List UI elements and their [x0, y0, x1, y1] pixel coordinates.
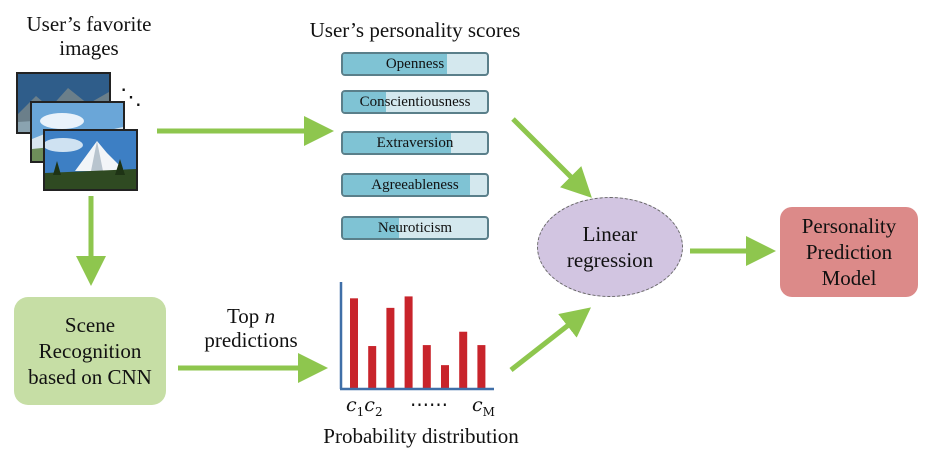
- model-line2: Prediction: [805, 240, 893, 264]
- bar-4: [404, 296, 413, 389]
- trait-label: Agreeableness: [371, 177, 459, 193]
- bar-6: [441, 365, 449, 389]
- top-n-line1: Top n: [196, 304, 306, 328]
- personality-prediction-model-box: Personality Prediction Model: [780, 207, 918, 297]
- trait-openness: Openness: [341, 52, 489, 76]
- probability-distribution-chart: [339, 282, 494, 391]
- scene-line3: based on CNN: [28, 365, 152, 389]
- bars: [350, 296, 486, 389]
- scene-line2: Recognition: [38, 339, 142, 363]
- arrow-scores-to-regression: [511, 117, 592, 198]
- favorite-image-front: [43, 129, 138, 191]
- scores-title: User’s personality scores: [309, 18, 521, 42]
- top-n-var: n: [264, 304, 276, 328]
- trait-label: Openness: [385, 56, 445, 72]
- cat-c1: c1: [346, 394, 365, 419]
- bar-2: [368, 346, 377, 389]
- trait-conscientiousness: Conscientiousness: [341, 90, 489, 114]
- trait-label: Conscientiousness: [359, 94, 471, 110]
- trait-label: Neuroticism: [377, 220, 453, 236]
- cat-cm: cM: [472, 394, 495, 419]
- trait-fill: [343, 54, 447, 74]
- trait-neuroticism: Neuroticism: [341, 216, 489, 240]
- scene-line1: Scene: [64, 313, 116, 337]
- cat-dots: ⋯⋯: [410, 394, 448, 416]
- top-n-prefix: Top: [226, 304, 260, 328]
- images-ellipsis: ⋱: [120, 84, 142, 109]
- trait-label: Extraversion: [376, 135, 454, 151]
- linear-regression-node: Linear regression: [537, 197, 683, 297]
- regression-line1: Linear: [582, 222, 638, 246]
- trait-fill: [343, 175, 470, 195]
- arrow-distribution-to-regression: [509, 307, 592, 372]
- trait-fill: [343, 133, 451, 153]
- category-labels: c1c2 ⋯⋯ cM: [346, 394, 506, 420]
- scene-recognition-box: Scene Recognition based on CNN: [14, 297, 166, 405]
- top-n-line2: predictions: [204, 328, 298, 352]
- model-line3: Model: [821, 266, 877, 290]
- regression-line2: regression: [566, 248, 654, 272]
- bar-7: [459, 331, 468, 389]
- bar-1: [350, 298, 358, 389]
- trait-agreeableness: Agreeableness: [341, 173, 489, 197]
- model-line1: Personality: [801, 214, 897, 238]
- images-label: User’s favorite images: [0, 12, 178, 60]
- images-label-line1: User’s favorite: [26, 12, 152, 36]
- cat-c2: c2: [364, 394, 383, 419]
- images-label-line2: images: [59, 36, 119, 60]
- trait-fill: [343, 92, 387, 112]
- trait-fill: [343, 218, 400, 238]
- top-n-label: Top n predictions: [196, 304, 306, 352]
- trait-extraversion: Extraversion: [341, 131, 489, 155]
- bar-5: [422, 345, 431, 389]
- distribution-caption: Probability distribution: [323, 424, 519, 448]
- bar-8: [477, 345, 486, 389]
- bar-3: [386, 307, 395, 389]
